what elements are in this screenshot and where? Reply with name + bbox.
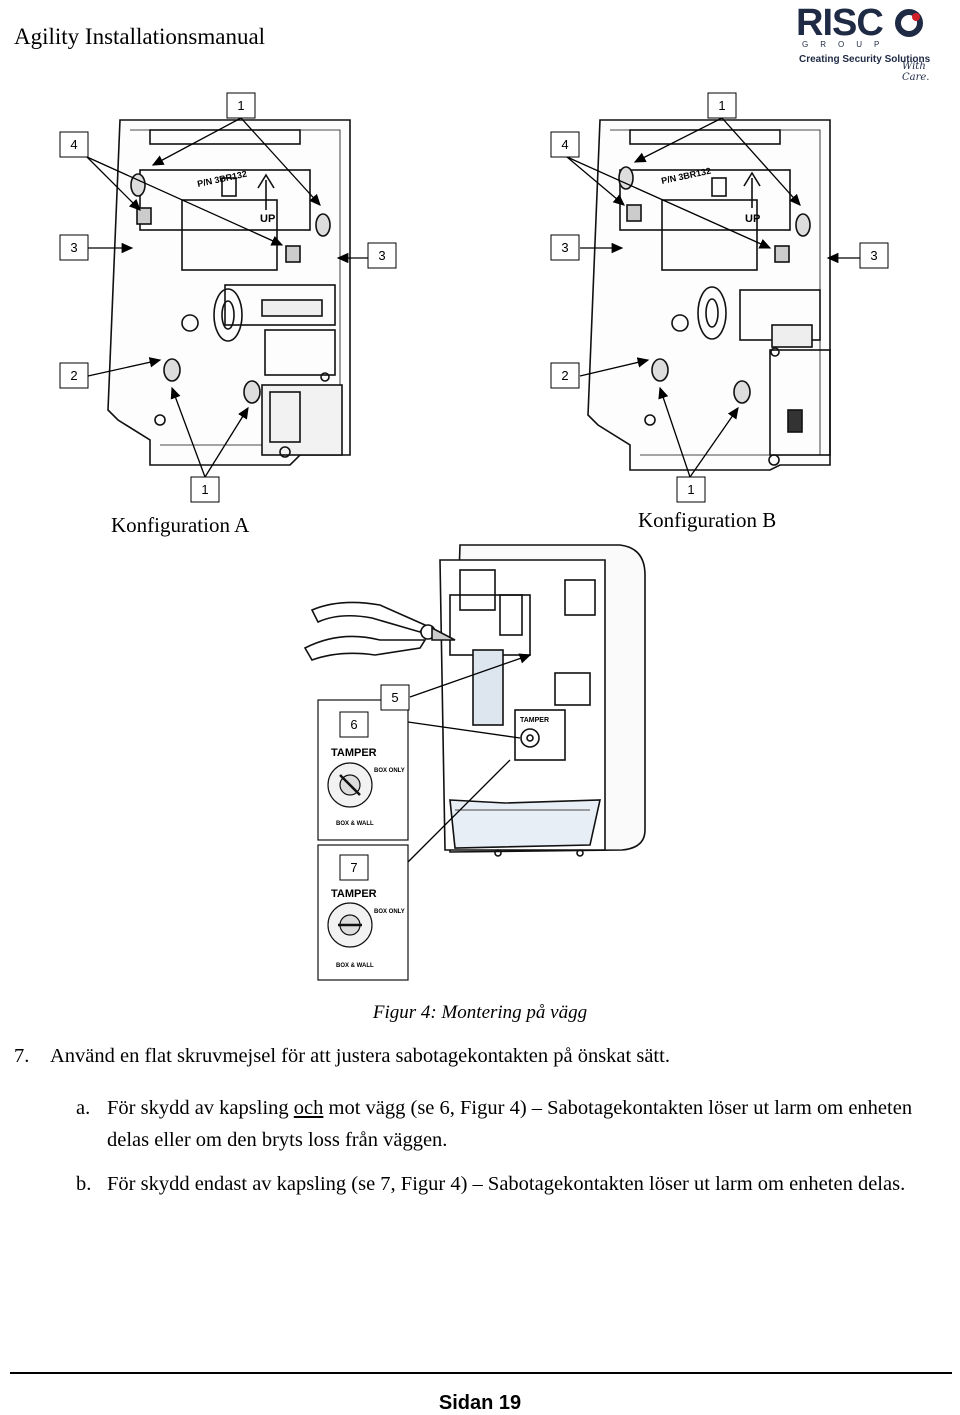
logo-tagline-2: With Care.	[902, 61, 930, 83]
callout-2-b: 2	[561, 368, 568, 383]
item-a-post: mot vägg (se 6, Figur 4) – Sabotagekonta…	[107, 1097, 913, 1151]
callout-7: 7	[350, 860, 357, 875]
board-config-a	[107, 119, 351, 466]
item-b-text: För skydd endast av kapsling (se 7, Figu…	[107, 1173, 906, 1195]
board-config-b	[587, 119, 831, 471]
item-a-marker: a.	[76, 1097, 91, 1119]
callout-1-b-top: 1	[718, 98, 725, 113]
enclosure-tamper-text: TAMPER	[520, 717, 549, 724]
page-number: Sidan 19	[438, 1392, 522, 1414]
footer-divider	[10, 1372, 952, 1374]
item-a-underline: och	[293, 1097, 324, 1119]
config-b-label: Konfiguration B	[638, 508, 776, 532]
board-b-up: UP	[745, 213, 760, 225]
inset6-box-only: BOX ONLY	[374, 768, 405, 774]
inset7-box-wall: BOX & WALL	[336, 963, 374, 969]
logo-group: GROUP	[802, 40, 892, 49]
inset6-tamper: TAMPER	[331, 747, 377, 759]
document-title: Agility Installationsmanual	[14, 24, 266, 49]
risco-logo: RISC GROUP Creating Security Solutions W…	[796, 2, 946, 83]
config-a-label: Konfiguration A	[111, 513, 250, 537]
logo-tagline: Creating Security Solutions	[799, 54, 931, 65]
callout-4-a: 4	[70, 137, 77, 152]
callout-2-a: 2	[70, 368, 77, 383]
callout-1-a-top: 1	[237, 98, 244, 113]
item-a-pre: För skydd av kapsling	[107, 1097, 294, 1119]
logo-word: RISC	[796, 2, 884, 44]
inset6-box-wall: BOX & WALL	[336, 821, 374, 827]
item-a-text: För skydd av kapsling och mot vägg (se 6…	[107, 1092, 937, 1156]
callout-4-b: 4	[561, 137, 568, 152]
inset7-box-only: BOX ONLY	[374, 909, 405, 915]
callout-3-a-right: 3	[378, 248, 385, 263]
step-7-number: 7.	[14, 1045, 30, 1067]
pliers	[303, 601, 456, 661]
step-7-text: Använd en flat skruvmejsel för att juste…	[50, 1045, 670, 1067]
callout-1-a-bottom: 1	[201, 482, 208, 497]
mounting-figure: P/N 3BR132 UP P/N 3BR132 UP	[59, 92, 889, 981]
callout-1-b-bottom: 1	[687, 482, 694, 497]
callout-3-b-left: 3	[561, 240, 568, 255]
callout-6: 6	[350, 717, 357, 732]
item-b-marker: b.	[76, 1173, 92, 1195]
logo-circle-icon	[895, 9, 923, 37]
enclosure-drawing	[439, 544, 646, 857]
figure-caption: Figur 4: Montering på vägg	[372, 1002, 588, 1023]
inset7-tamper: TAMPER	[331, 888, 377, 900]
callout-5: 5	[391, 690, 398, 705]
callout-3-a-left: 3	[70, 240, 77, 255]
board-a-up: UP	[260, 213, 275, 225]
callout-3-b-right: 3	[870, 248, 877, 263]
